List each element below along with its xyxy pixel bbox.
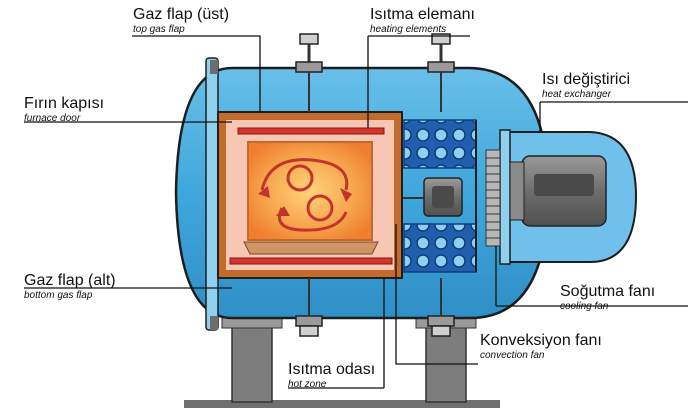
heat-exchanger-coils (403, 119, 477, 273)
label-convection-fan: Konveksiyon fanı convection fan (480, 333, 602, 361)
cooling-fan-blades (485, 149, 501, 247)
label-tr: Gaz flap (alt) (24, 272, 116, 289)
label-en: bottom gas flap (24, 290, 93, 301)
gas-flap-mechanisms (295, 33, 455, 337)
label-cooling-fan: Soğutma fanı cooling fan (560, 284, 655, 312)
label-en: cooling fan (560, 301, 609, 312)
label-tr: Soğutma fanı (560, 283, 656, 300)
hot-zone (217, 111, 403, 279)
cooling-fan-motor (509, 155, 607, 227)
leader-lines (24, 35, 688, 389)
label-tr: Konveksiyon fanı (480, 332, 602, 349)
label-heat-exchanger: Isı değiştirici heat exchanger (542, 72, 630, 100)
support-legs (221, 317, 477, 403)
label-bottom-gas-flap: Gaz flap (alt) bottom gas flap (24, 273, 116, 301)
label-en: top gas flap (133, 24, 185, 35)
label-en: heat exchanger (542, 89, 611, 100)
label-en: hot zone (288, 379, 327, 390)
label-furnace-door: Fırın kapısı furnace door (24, 96, 104, 124)
label-en: convection fan (480, 350, 545, 361)
label-heating-elements: Isıtma elemanı heating elements (370, 7, 475, 35)
label-tr: Gaz flap (üst) (133, 6, 230, 23)
label-tr: Isıtma odası (288, 361, 376, 378)
label-tr: Fırın kapısı (24, 95, 105, 112)
label-tr: Isı değiştirici (542, 71, 631, 88)
gas-flow-arrows (258, 158, 352, 232)
label-top-gas-flap: Gaz flap (üst) top gas flap (133, 7, 229, 35)
label-hot-zone: Isıtma odası hot zone (288, 362, 375, 390)
label-en: heating elements (370, 24, 447, 35)
label-en: furnace door (24, 113, 81, 124)
label-tr: Isıtma elemanı (370, 6, 475, 23)
floor-plate (184, 400, 500, 408)
